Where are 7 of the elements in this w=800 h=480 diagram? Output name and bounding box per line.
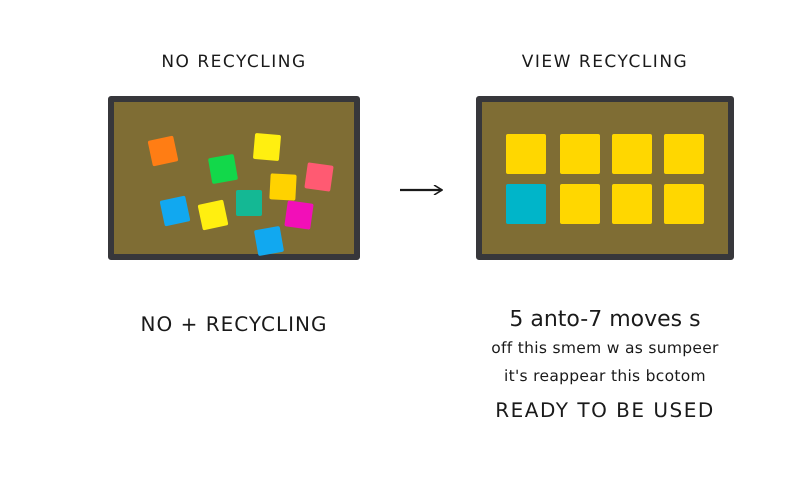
board-heading: VIEW RECYCLING [520, 52, 690, 72]
status-caption: READY TO BE USED [494, 397, 716, 424]
description-text: off this smem w as sumpeer it's reappear this bcotom [490, 338, 720, 387]
board-heading: NO RECYCLING [160, 52, 308, 72]
board-caption: NO + RECYCLING [140, 311, 328, 338]
arrow [400, 184, 443, 196]
board-caption: 5 anto-7 moves s [508, 306, 702, 334]
